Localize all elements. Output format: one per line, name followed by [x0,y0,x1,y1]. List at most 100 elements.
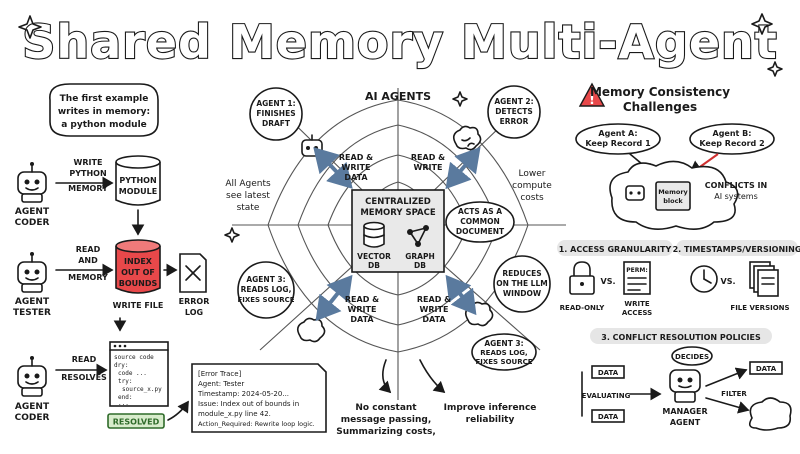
page-title: Shared Memory Multi-Agent [22,15,778,69]
database-icon [363,221,385,248]
code-line: ... [118,400,129,407]
read-label: READ [76,245,101,254]
robot-icon [625,185,645,201]
rw-label: READ & [345,295,379,304]
section-title: 1. ACCESS GRANULARITY [559,245,672,254]
python-module-db: PYTHON MODULE [115,155,161,206]
arrow [167,400,189,421]
code-line: source code [114,354,154,361]
decides-label: DECIDES [675,353,709,361]
agent-a-label: Agent A: [598,129,637,138]
agent-b-label: Agent B: [713,129,752,138]
section-timestamps: 2. TIMESTAMPS/VERSIONING [673,240,800,256]
manager-label: AGENT [670,418,701,427]
read-label: READ [72,355,97,364]
agent3-label: READS LOG, [480,349,527,357]
rw-label: READ & [411,153,445,162]
intro-bubble: The first example writes in memory: a py… [49,83,159,137]
trace-line: module_x.py line 42. [198,410,271,418]
agent2-label: DETECTS [495,107,533,116]
agent3-label: AGENT 3: [246,275,285,284]
graph-icon [407,225,429,247]
rw-label: DATA [422,315,446,324]
agent-label: TESTER [13,308,51,318]
arrow [705,367,748,387]
agent-label: AGENT [15,207,50,217]
index-error-db: INDEX OUT OF BOUNDS [115,239,161,294]
brain-icon [296,317,326,343]
challenges-title: Memory Consistency [590,85,730,99]
trace-line: [Error Trace] [198,370,242,378]
vs-label: VS. [601,277,616,286]
intro-line: a python module [61,120,147,130]
conflicts-label: AI systems [714,192,757,201]
error-label: OUT OF [121,268,155,277]
benefit-note: reliability [466,415,515,425]
robot-icon [17,252,47,293]
agent-coder-bottom: AGENT CODER [15,356,50,423]
write-access-label: ACCESS [622,309,652,317]
challenges-title: Challenges [623,100,697,114]
sparkle-icon [452,91,468,107]
data-box-1: DATA [591,365,625,379]
brain-icon [452,125,482,151]
agent2-label: ERROR [500,117,529,126]
vector-db-label: DB [368,261,380,270]
trace-line: Timestamp: 2024-05-20... [197,390,289,398]
svg-text:!: ! [589,93,595,108]
all-agents-note: state [237,203,260,213]
vs-label: VS. [721,277,736,286]
agent3-label: READS LOG, [241,285,292,294]
benefit-note: No constant [355,403,417,413]
code-line: end: [118,394,132,401]
agent2-label: AGENT 2: [494,97,533,106]
write-file-label: WRITE FILE [113,301,164,310]
agent-b-label: Keep Record 2 [699,139,764,148]
graph-db-label: GRAPH [405,252,435,261]
trace-line: Agent: Tester [198,380,244,388]
code-line: dry: [114,362,128,369]
resolved-badge: RESOLVED [107,413,165,429]
agent-label: AGENT [15,402,50,412]
lower-compute-note: costs [520,193,544,203]
agent3-label: FIXES SOURCE [475,358,532,366]
write-access-label: WRITE [624,300,649,308]
reduces-label: ON THE LLM [496,279,547,288]
agent-label: CODER [15,218,50,228]
agent3-label: FIXES SOURCE [237,296,294,304]
data-box-3: DATA [749,361,783,375]
conflicts-label: CONFLICTS IN [705,181,767,190]
read-only-label: READ-ONLY [560,304,606,312]
read-label: AND [78,256,98,265]
common-doc-label: COMMON [460,217,499,226]
error-label: INDEX [124,257,153,266]
rw-label: READ & [339,153,373,162]
manager-robot-icon [669,369,701,403]
agent1-label: DRAFT [262,119,291,128]
sparkle-icon [18,15,42,39]
rw-label: WRITE [342,163,371,172]
code-window: source code dry: code ... try: source_x.… [109,341,169,407]
arrow [705,397,750,414]
robot-icon [17,356,47,397]
agent-tester: AGENT TESTER [13,252,51,318]
error-label: BOUNDS [119,279,158,288]
ai-agents-heading: AI AGENTS [365,90,431,103]
error-log-doc: ERROR LOG [179,253,209,317]
data-label: DATA [598,413,619,421]
module-label: MODULE [119,187,157,196]
memory-label: CENTRALIZED [365,197,431,207]
rw-label: WRITE [420,305,449,314]
common-doc-label: DOCUMENT [456,227,505,236]
permission-doc-icon: PERM: [623,261,651,295]
arrow [419,359,446,394]
error-log-label: LOG [185,308,203,317]
intro-line: The first example [60,94,149,104]
resolves-label: RESOLVES [61,373,107,382]
clock-icon [690,265,718,293]
common-doc-label: ACTS AS A [458,207,502,216]
section-conflict-resolution: 3. CONFLICT RESOLUTION POLICIES [590,328,772,344]
agent-label: CODER [15,413,50,423]
data-label: DATA [756,365,777,373]
